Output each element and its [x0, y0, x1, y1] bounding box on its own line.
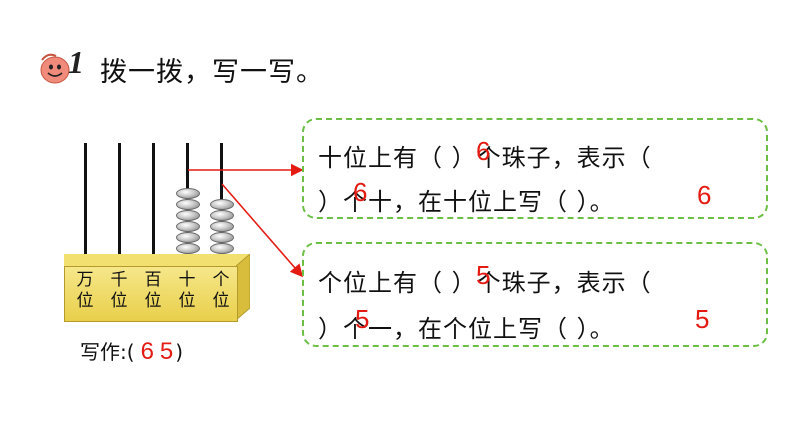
ones-answer-write: 5	[695, 304, 710, 334]
tens-line-1: 十位上有（ ）个珠子，表示（	[318, 144, 652, 172]
rod-hundreds	[152, 143, 155, 260]
abacus-base-top	[64, 254, 250, 268]
ones-question-box	[302, 242, 768, 347]
rod-thousands	[118, 143, 121, 260]
place-label-tens: 十位	[178, 270, 196, 311]
write-answer-ones: 5	[159, 338, 174, 365]
write-answer-tens: 6	[140, 338, 154, 365]
tens-line-2: ）个十，在十位上写（ ）。	[318, 188, 615, 216]
tens-question-box	[302, 118, 768, 219]
lesson-number: 1	[68, 44, 84, 80]
bead	[176, 243, 200, 254]
ones-answer-count: 5	[476, 260, 491, 290]
abacus-base-side	[236, 254, 250, 320]
write-close-paren: )	[175, 340, 184, 364]
rod-ten-thousands	[84, 143, 87, 260]
page-title: 拨一拨，写一写。	[100, 57, 324, 88]
place-label-hundreds: 百位	[144, 270, 162, 311]
write-open-paren: (	[126, 340, 135, 364]
ones-line-2: ）个一，在个位上写（ ）。	[318, 315, 615, 343]
tens-answer-count: 6	[476, 136, 491, 166]
ones-answer-represent: 5	[355, 304, 370, 334]
write-as-label: 写作:	[80, 340, 127, 364]
lesson-number-badge	[40, 53, 70, 84]
tens-answer-represent: 6	[353, 177, 368, 207]
tens-answer-write: 6	[697, 180, 712, 210]
place-label-ten-thousands: 万位	[76, 270, 94, 311]
place-label-ones: 个位	[212, 270, 230, 311]
place-label-thousands: 千位	[110, 270, 128, 311]
bead	[210, 243, 234, 254]
abacus-base	[64, 266, 238, 322]
ones-line-1: 个位上有（ ）个珠子，表示（	[318, 269, 652, 297]
